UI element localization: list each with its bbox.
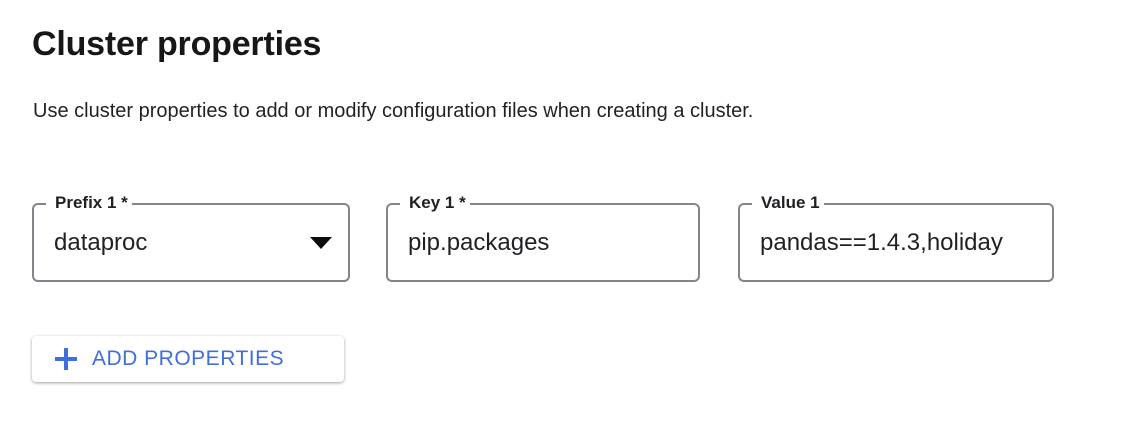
key-input-control[interactable]: pip.packages — [388, 205, 698, 280]
value-input-control[interactable]: pandas==1.4.3,holiday — [740, 205, 1052, 280]
page-description: Use cluster properties to add or modify … — [33, 100, 754, 122]
value-field[interactable]: Value 1 Value 1 pandas==1.4.3,holiday — [738, 193, 1054, 282]
add-properties-button[interactable]: ADD PROPERTIES — [32, 336, 344, 382]
key-input-value: pip.packages — [408, 228, 550, 256]
prefix-select-control[interactable]: dataproc — [34, 205, 348, 280]
chevron-down-icon[interactable] — [310, 236, 332, 249]
value-field-label: Value 1 — [757, 193, 824, 213]
page-title: Cluster properties — [32, 25, 322, 63]
value-input-value: pandas==1.4.3,holiday — [760, 228, 1003, 256]
prefix-field[interactable]: Prefix 1 * Prefix 1 * dataproc — [32, 193, 350, 282]
key-field[interactable]: Key 1 * Key 1 * pip.packages — [386, 193, 700, 282]
prefix-field-label: Prefix 1 * — [51, 193, 132, 213]
prefix-select-value: dataproc — [54, 228, 148, 256]
key-field-label: Key 1 * — [405, 193, 470, 213]
add-properties-label: ADD PROPERTIES — [92, 347, 285, 370]
plus-icon — [54, 347, 78, 371]
properties-row: Prefix 1 * Prefix 1 * dataproc Key 1 * K… — [0, 193, 1122, 294]
